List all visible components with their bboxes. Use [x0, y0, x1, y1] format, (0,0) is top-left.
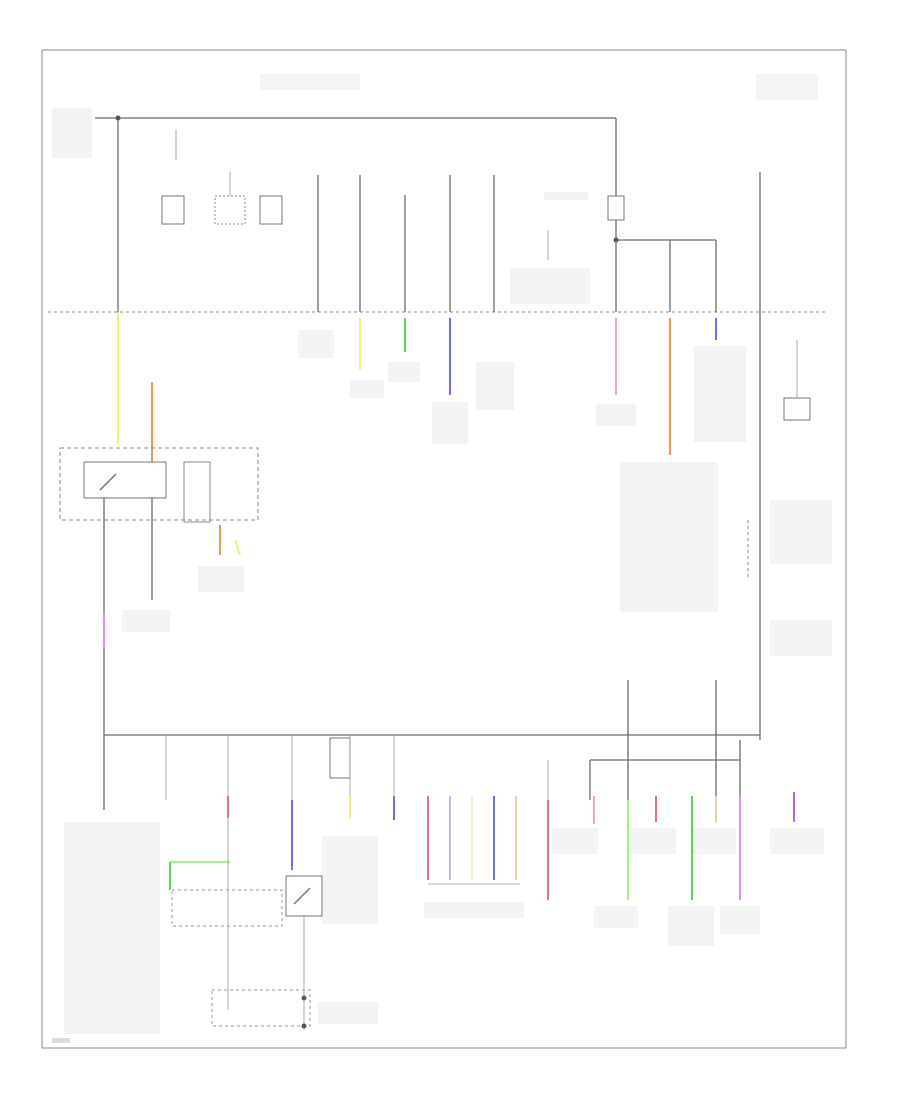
relay-block-outline	[59, 447, 259, 521]
switch-icon	[99, 473, 117, 491]
relay-coil-outline	[183, 461, 211, 523]
lower-bus	[103, 648, 760, 810]
diagram-header	[260, 74, 818, 100]
splice-dot-icon	[115, 115, 121, 121]
relay-icon	[329, 737, 351, 779]
yellow-wire	[234, 539, 241, 556]
connector-outline	[211, 989, 311, 1027]
fuse-icon	[607, 195, 625, 221]
diagram-frame	[41, 49, 847, 1049]
splice-dot-icon	[301, 995, 307, 1001]
engine-relay-label-block	[510, 268, 590, 304]
relay-label-block	[122, 610, 170, 632]
module-label-block	[318, 1002, 378, 1024]
relay-icon	[83, 461, 167, 499]
switch-icon	[293, 887, 311, 905]
relay-icon	[161, 195, 185, 225]
relay-block-outline	[171, 889, 283, 927]
lower-fuse-drops	[165, 735, 549, 800]
fuse-drops	[317, 172, 761, 740]
circuit-labels	[64, 330, 832, 1034]
relay-icon	[259, 195, 283, 225]
header-text-block	[260, 74, 360, 90]
relay-icon	[214, 195, 246, 225]
relay-icon	[285, 875, 323, 917]
main-relay-assembly	[59, 447, 259, 632]
battery-label-block	[52, 108, 92, 158]
splice-dot-icon	[301, 1023, 307, 1029]
top-right-text-block	[756, 74, 818, 100]
sheet-number-block	[52, 1038, 70, 1043]
colored-wires-lower	[169, 792, 795, 900]
bottom-switch-assembly	[171, 818, 378, 1030]
connector-icon	[783, 397, 811, 421]
colored-wires-upper	[103, 312, 717, 648]
top-relays	[161, 130, 283, 225]
relay-label-block	[198, 566, 244, 592]
fuse-label-block	[544, 192, 588, 200]
